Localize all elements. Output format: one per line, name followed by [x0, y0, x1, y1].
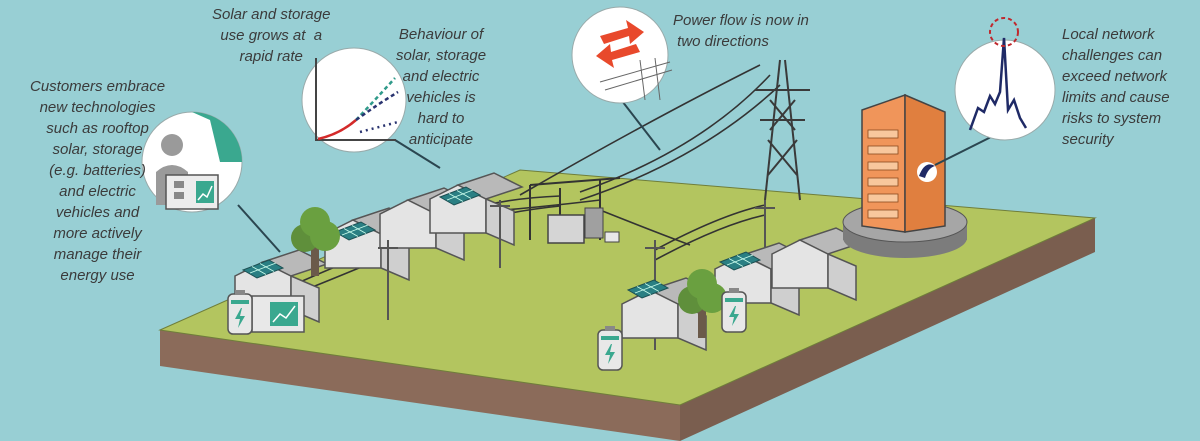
battery-right: [721, 287, 747, 333]
home-energy-display: [251, 295, 305, 333]
annotation-solar-growth: Solar and storage use grows at a rapid r…: [212, 6, 331, 65]
substation: [529, 177, 621, 244]
trend-navy-dotted: [359, 120, 399, 134]
callout-solar-growth: [301, 47, 407, 153]
battery-ground: [597, 325, 623, 371]
annotation-power-flow: Power flow is now in two directions: [673, 12, 809, 50]
annotation-local-network: Local network challenges can exceed netw…: [1062, 26, 1170, 148]
battery-icon: [227, 289, 253, 335]
spike-graph-icon: [968, 37, 1028, 131]
trend-red-line: [317, 119, 357, 141]
callout-power-flow: [571, 6, 673, 104]
transformer-icon: [547, 214, 585, 244]
ground-side-front: [160, 330, 680, 441]
callout-customers: [141, 111, 243, 213]
person-presenting-icon: [156, 134, 219, 210]
ground-side-right: [680, 218, 1095, 441]
trend-teal-dashed: [355, 77, 396, 121]
annotation-customers: Customers embrace new technologies such …: [30, 78, 166, 284]
callout-local-network: [954, 17, 1056, 141]
transmission-tower-icon: [755, 59, 810, 201]
bidirectional-arrows-icon: [596, 20, 644, 68]
annotation-behaviour: Behaviour of solar, storage and electric…: [396, 26, 487, 148]
spike-highlight-ring: [989, 17, 1019, 47]
office-building-icon: [842, 93, 968, 258]
